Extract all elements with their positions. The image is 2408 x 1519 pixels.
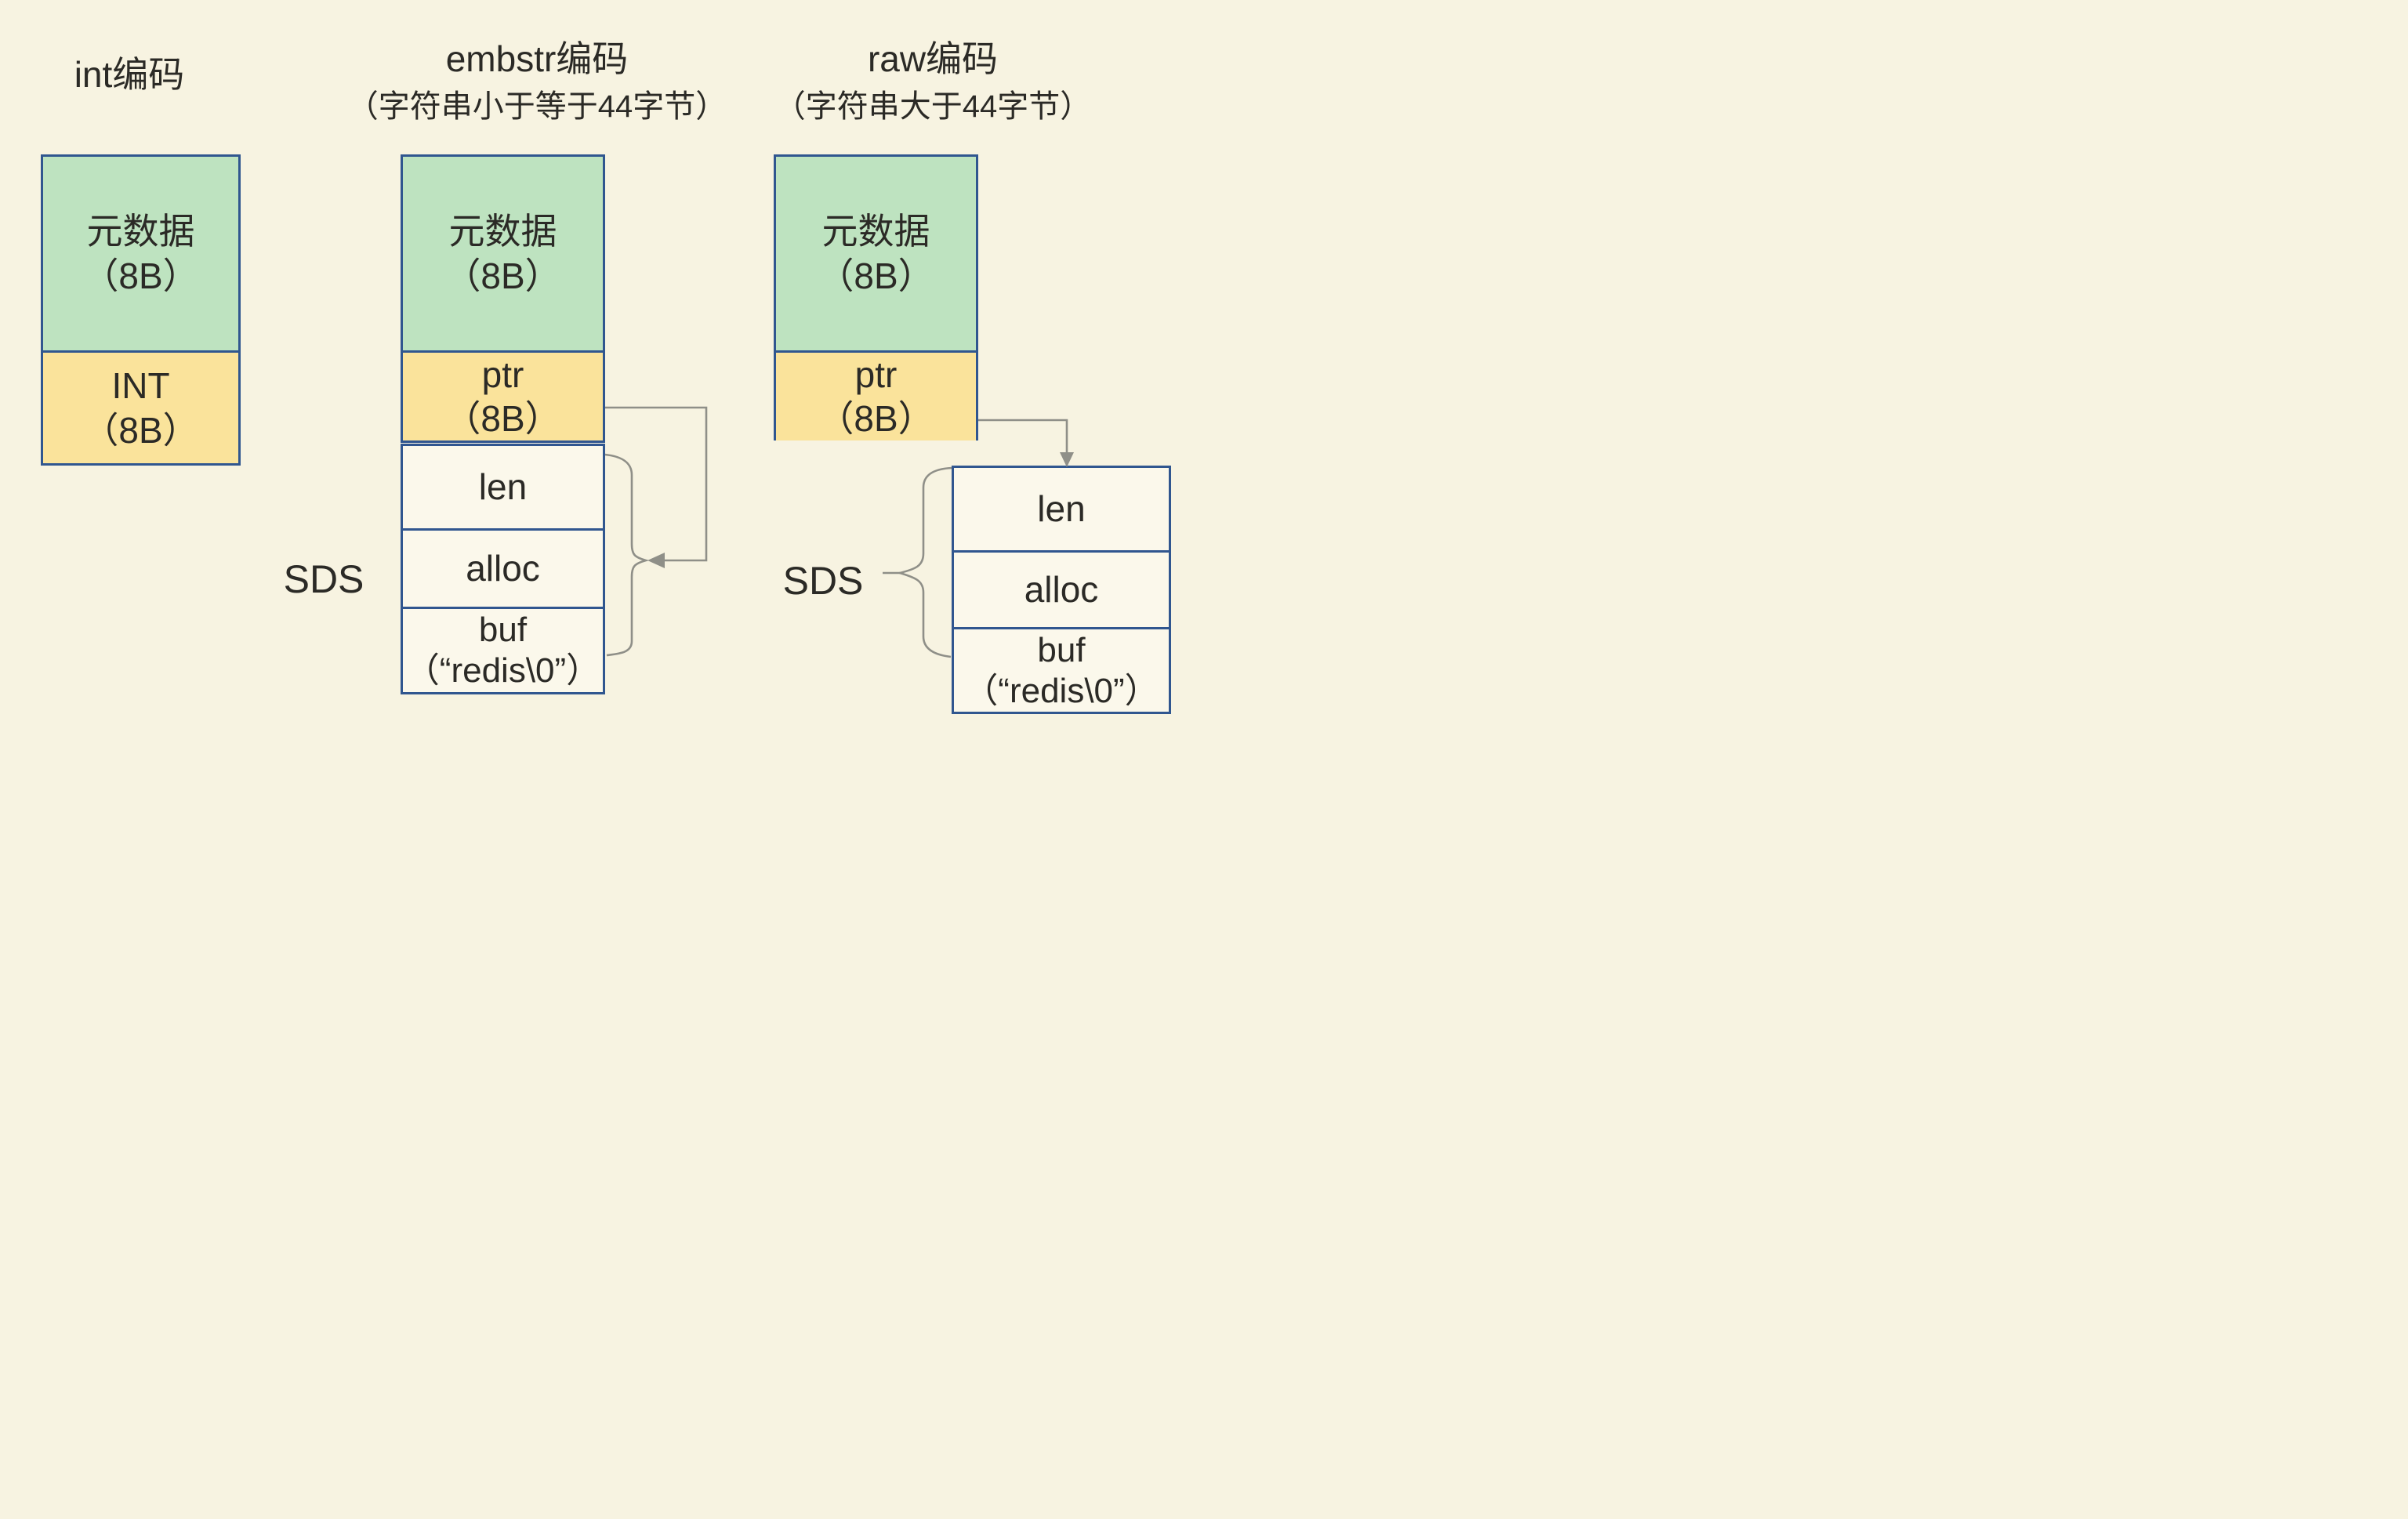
raw-sds-brace: [896, 466, 952, 658]
metadata-label: 元数据: [448, 211, 557, 252]
embstr-sds-row-alloc: alloc: [403, 528, 603, 607]
int-field-size: （8B）: [82, 409, 199, 451]
embstr-object-box: 元数据 （8B） ptr （8B）: [401, 154, 605, 443]
int-object-box: 元数据 （8B） INT （8B）: [41, 154, 241, 466]
len-label: len: [1037, 488, 1086, 530]
len-label: len: [478, 466, 528, 508]
raw-sds-row-alloc: alloc: [954, 550, 1169, 627]
int-field-label: INT: [111, 365, 170, 407]
raw-metadata-cell: 元数据 （8B）: [776, 157, 976, 350]
metadata-size: （8B）: [444, 255, 561, 296]
ptr-field-size: （8B）: [444, 398, 561, 440]
title-raw-line1: raw编码: [867, 38, 999, 79]
title-raw-line2: （字符串大于44字节）: [774, 89, 1092, 124]
embstr-sds-row-buf: buf （“redis\0”）: [403, 607, 603, 692]
ptr-field-size: （8B）: [818, 398, 934, 440]
column-title-int: int编码: [31, 56, 227, 92]
raw-sds-row-buf: buf （“redis\0”）: [954, 627, 1169, 712]
buf-label: buf: [1037, 630, 1086, 669]
buf-content: （“redis\0”）: [404, 651, 601, 690]
buf-label: buf: [478, 611, 528, 650]
ptr-field-label: ptr: [481, 354, 524, 395]
redis-string-encoding-diagram: int编码 embstr编码 （字符串小于等于44字节） raw编码 （字符串大…: [0, 0, 1204, 760]
raw-ptr-arrow-line: [978, 419, 1068, 453]
embstr-ptr-arrow-line: [605, 406, 708, 562]
embstr-sds-stack: len alloc buf （“redis\0”）: [401, 444, 605, 694]
title-embstr-line2: （字符串小于等于44字节）: [346, 89, 727, 124]
raw-ptr-cell: ptr （8B）: [776, 350, 976, 441]
alloc-label: alloc: [1024, 569, 1099, 611]
embstr-ptr-cell: ptr （8B）: [403, 350, 603, 441]
column-title-raw: raw编码 （字符串大于44字节）: [745, 41, 1121, 122]
metadata-label: 元数据: [86, 211, 195, 252]
column-title-embstr: embstr编码 （字符串小于等于44字节）: [314, 41, 760, 122]
embstr-sds-label: SDS: [283, 557, 364, 601]
metadata-size: （8B）: [818, 255, 934, 296]
embstr-sds-bracket: [604, 453, 650, 657]
int-value-cell: INT （8B）: [43, 350, 238, 463]
buf-content: （“redis\0”）: [963, 671, 1159, 710]
title-embstr-line1: embstr编码: [445, 38, 629, 79]
embstr-sds-row-len: len: [403, 446, 603, 528]
alloc-label: alloc: [466, 548, 540, 589]
raw-sds-row-len: len: [954, 468, 1169, 550]
metadata-size: （8B）: [82, 255, 199, 296]
metadata-label: 元数据: [821, 211, 930, 252]
raw-sds-stack: len alloc buf （“redis\0”）: [952, 466, 1171, 714]
title-int-line1: int编码: [74, 54, 185, 95]
raw-sds-label: SDS: [782, 559, 864, 603]
raw-object-box: 元数据 （8B） ptr （8B）: [774, 154, 978, 441]
int-metadata-cell: 元数据 （8B）: [43, 157, 238, 350]
ptr-field-label: ptr: [854, 354, 898, 395]
embstr-ptr-arrowhead-icon: [647, 553, 665, 568]
embstr-metadata-cell: 元数据 （8B）: [403, 157, 603, 350]
